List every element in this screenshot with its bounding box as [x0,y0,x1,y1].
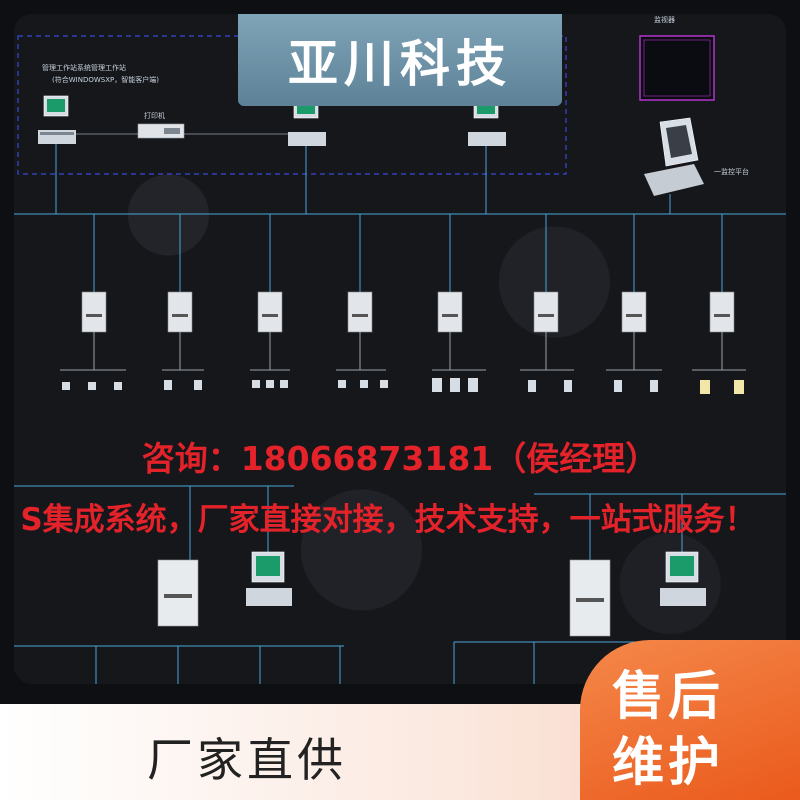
brand-title: 亚川科技 [288,35,512,93]
workstation-note-2: (符合WINDOWSXP，智能客户端) [52,75,159,84]
server-icon [347,291,373,333]
server-icon [621,291,647,333]
subsystem-column-5 [432,214,486,371]
server-icon [709,291,735,333]
subsystem-column-3 [250,214,290,371]
subsystem-column-6 [520,214,574,371]
field-device-icons [62,378,658,392]
workstation-note-1: 管理工作站系统管理工作站 [42,63,126,72]
subsystem-column-2 [162,214,204,371]
server-icon [81,291,107,333]
factory-direct-label: 厂家直供 [147,733,347,787]
subsystem-column-1 [60,214,126,371]
after-sales-line-2: 维护 [612,733,725,793]
contact-phone-line: 咨询：18066873181（侯经理） [141,439,659,478]
after-sales-badge: 售后 维护 [580,640,800,800]
brand-title-banner: 亚川科技 [238,14,562,106]
service-slogan-line: S集成系统，厂家直接对接，技术支持，一站式服务！ [20,502,756,538]
server-icon [257,291,283,333]
printer-label: 打印机 [144,111,165,120]
monitor-panel [639,35,715,101]
server-icon [437,291,463,333]
subsystem-column-4 [336,214,386,371]
server-icon [569,559,611,637]
right-panel-label: 监视器 [654,15,675,24]
printer-icon: 打印机 [137,111,185,139]
subsystem-column-7 [606,214,662,371]
subsystem-column-8 [692,214,746,394]
diagram-frame: 管理工作站系统管理工作站 (符合WINDOWSXP，智能客户端) 打印机 [14,14,786,684]
network-diagram: 管理工作站系统管理工作站 (符合WINDOWSXP，智能客户端) 打印机 [14,15,786,684]
after-sales-line-1: 售后 [612,667,725,727]
server-icon [167,291,193,333]
computer-icon [246,551,292,606]
computer-icon [38,95,76,144]
computer-icon [660,551,706,606]
monitor-label: 一监控平台 [714,167,749,176]
server-icon [533,291,559,333]
server-icon [157,559,199,627]
monitor-workstation-icon [644,117,704,196]
